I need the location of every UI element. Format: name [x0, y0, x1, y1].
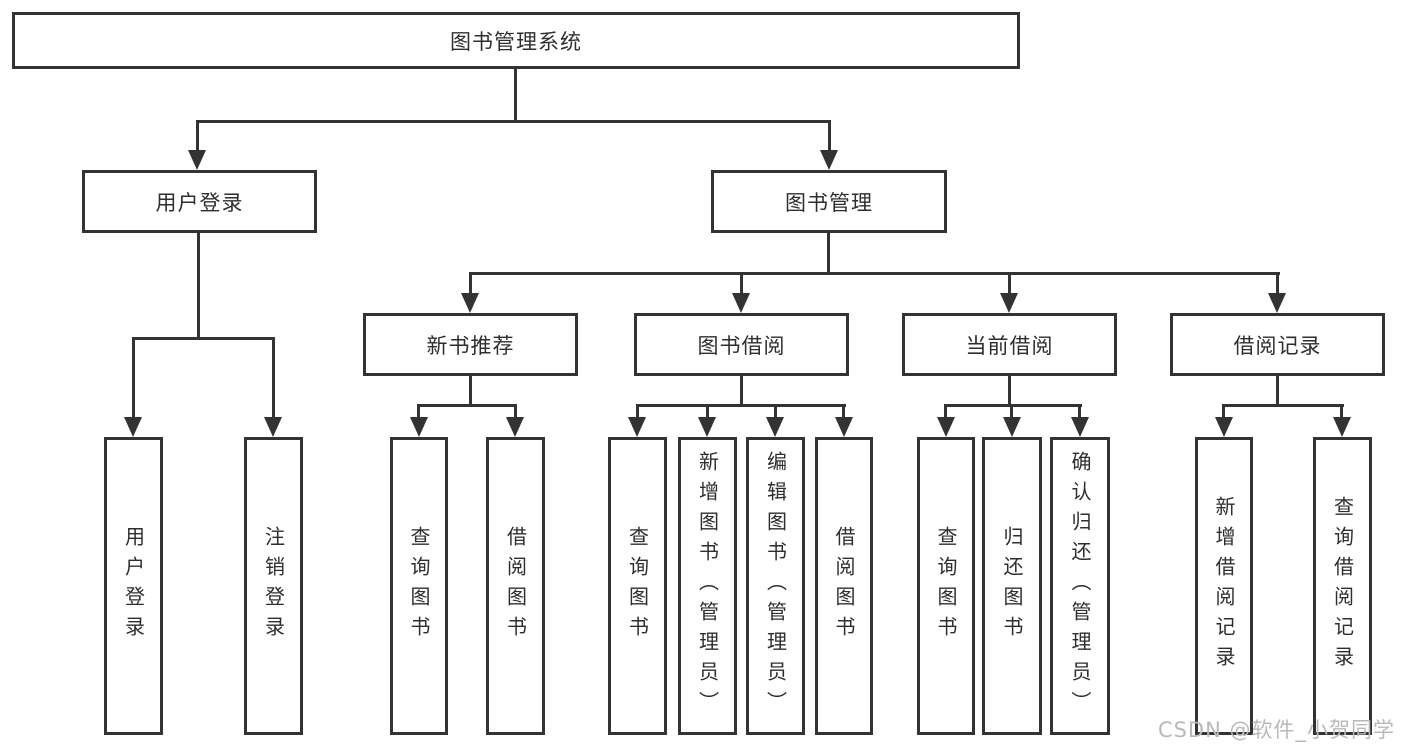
arrow-down-icon	[264, 417, 282, 437]
connector-line	[636, 404, 639, 419]
arrow-down-icon	[1333, 417, 1351, 437]
node-current-borrowing: 当前借阅	[902, 313, 1117, 376]
node-user-login: 用户登录	[82, 170, 317, 233]
connector-line	[1276, 272, 1279, 295]
connector-line	[1010, 404, 1013, 419]
connector-line	[469, 272, 1280, 275]
leaf-query-books-borrowing: 查询图书	[608, 437, 667, 735]
arrow-down-icon	[188, 150, 206, 170]
node-label: 用户登录	[121, 526, 146, 646]
connector-line	[1008, 376, 1011, 407]
node-label: 注销登录	[261, 526, 286, 646]
connector-line	[1340, 404, 1343, 419]
arrow-down-icon	[1003, 417, 1021, 437]
node-new-book-recommend: 新书推荐	[363, 313, 578, 376]
leaf-edit-books-admin: 编辑图书（管理员）	[746, 437, 805, 735]
connector-line	[469, 272, 472, 295]
arrow-down-icon	[1000, 293, 1018, 313]
connector-line	[272, 337, 275, 419]
connector-line	[1222, 404, 1225, 419]
connector-line	[636, 404, 846, 407]
leaf-borrow-books-borrowing: 借阅图书	[815, 437, 873, 735]
connector-line	[944, 404, 947, 419]
connector-line	[469, 376, 472, 407]
connector-line	[828, 120, 831, 152]
node-label: 归还图书	[1000, 526, 1024, 646]
node-label: 借阅图书	[503, 526, 528, 646]
arrow-down-icon	[820, 150, 838, 170]
connector-line	[197, 233, 200, 340]
arrow-down-icon	[461, 293, 479, 313]
node-label: 借阅图书	[832, 526, 856, 646]
connector-line	[1276, 376, 1279, 407]
node-borrowing-records: 借阅记录	[1170, 313, 1385, 376]
node-label: 查询借阅记录	[1330, 496, 1355, 676]
arrow-down-icon	[698, 417, 716, 437]
arrow-down-icon	[937, 417, 955, 437]
node-label: 查询图书	[934, 526, 958, 646]
connector-line	[514, 68, 517, 123]
connector-line	[132, 337, 275, 340]
connector-line	[132, 337, 135, 419]
leaf-query-books-current: 查询图书	[917, 437, 975, 735]
node-library-system: 图书管理系统	[12, 12, 1020, 69]
node-label: 确认归还（管理员）	[1068, 451, 1092, 721]
leaf-return-books: 归还图书	[982, 437, 1042, 735]
connector-line	[774, 404, 777, 419]
arrow-down-icon	[628, 417, 646, 437]
node-label: 新增借阅记录	[1212, 496, 1236, 676]
leaf-add-books-admin: 新增图书（管理员）	[678, 437, 737, 735]
node-book-borrowing: 图书借阅	[634, 313, 849, 376]
connector-line	[740, 272, 743, 295]
connector-line	[196, 120, 831, 123]
connector-line	[842, 404, 845, 419]
leaf-borrow-books-recommend: 借阅图书	[486, 437, 545, 735]
arrow-down-icon	[1071, 417, 1089, 437]
connector-line	[944, 404, 1082, 407]
arrow-down-icon	[835, 417, 853, 437]
leaf-user-login: 用户登录	[104, 437, 163, 735]
connector-line	[196, 120, 199, 152]
node-label: 查询图书	[407, 526, 431, 646]
connector-line	[1008, 272, 1011, 295]
leaf-query-borrow-record: 查询借阅记录	[1313, 437, 1372, 735]
node-label: 查询图书	[625, 526, 650, 646]
arrow-down-icon	[1268, 293, 1286, 313]
connector-line	[827, 232, 830, 275]
arrow-down-icon	[732, 293, 750, 313]
connector-line	[514, 404, 517, 419]
connector-line	[706, 404, 709, 419]
arrow-down-icon	[506, 417, 524, 437]
leaf-logout: 注销登录	[244, 437, 303, 735]
leaf-confirm-return-admin: 确认归还（管理员）	[1050, 437, 1110, 735]
csdn-watermark: CSDN @软件_小贺同学	[1157, 718, 1395, 742]
node-label: 编辑图书（管理员）	[763, 451, 788, 721]
arrow-down-icon	[124, 417, 142, 437]
arrow-down-icon	[1215, 417, 1233, 437]
arrow-down-icon	[410, 417, 428, 437]
leaf-add-borrow-record: 新增借阅记录	[1195, 437, 1253, 735]
arrow-down-icon	[766, 417, 784, 437]
connector-line	[417, 404, 517, 407]
node-book-management: 图书管理	[711, 170, 947, 233]
connector-line	[740, 376, 743, 407]
connector-line	[417, 404, 420, 419]
leaf-query-books-recommend: 查询图书	[390, 437, 448, 735]
node-label: 新增图书（管理员）	[695, 451, 720, 721]
connector-line	[1222, 404, 1344, 407]
connector-line	[1078, 404, 1081, 419]
